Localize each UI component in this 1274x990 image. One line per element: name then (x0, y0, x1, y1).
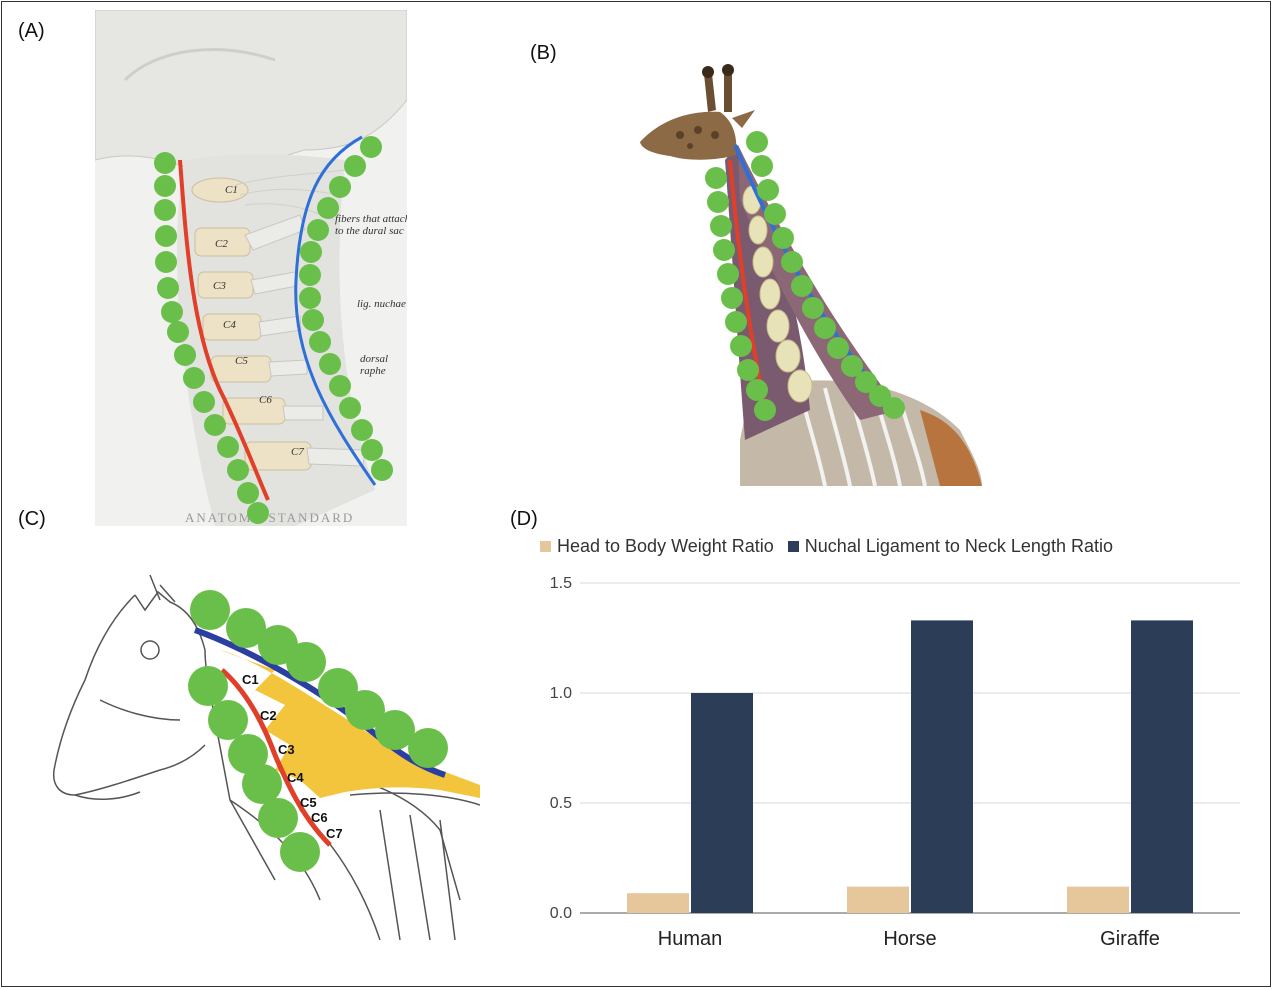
chart-legend: Head to Body Weight Ratio Nuchal Ligamen… (540, 536, 1127, 557)
panel-d-label: (D) (510, 508, 538, 531)
horse-vertebra-c1: C1 (242, 672, 259, 687)
horse-vertebra-c6: C6 (311, 810, 328, 825)
legend-swatch-nuchal (788, 541, 799, 552)
horse-vertebra-c4: C4 (287, 770, 304, 785)
category-label: Human (658, 928, 722, 950)
panel-b-illustration (620, 50, 1040, 490)
category-label: Horse (883, 928, 936, 950)
panel-c-label: (C) (18, 508, 46, 531)
y-tick-label: 1.5 (550, 575, 572, 592)
legend-label-nuchal: Nuchal Ligament to Neck Length Ratio (805, 536, 1113, 557)
bar-human-series-1 (691, 693, 753, 913)
legend-item-head-body: Head to Body Weight Ratio (540, 536, 774, 557)
bar-giraffe-series-1 (1131, 620, 1193, 913)
horse-vertebra-c3: C3 (278, 742, 295, 757)
bar-horse-series-1 (911, 620, 973, 913)
horse-vertebra-c2: C2 (260, 708, 277, 723)
horse-vertebra-c5: C5 (300, 795, 317, 810)
legend-swatch-head-body (540, 541, 551, 552)
category-label: Giraffe (1100, 928, 1160, 950)
panel-c-illustration (0, 540, 480, 940)
bar-giraffe-series-0 (1067, 887, 1129, 913)
legend-label-head-body: Head to Body Weight Ratio (557, 536, 774, 557)
legend-item-nuchal: Nuchal Ligament to Neck Length Ratio (788, 536, 1113, 557)
panel-a-green-circles (154, 136, 393, 524)
y-tick-label: 0.0 (550, 905, 572, 922)
panel-b-label: (B) (530, 42, 557, 65)
y-tick-label: 1.0 (550, 685, 572, 702)
y-tick-label: 0.5 (550, 795, 572, 812)
bar-horse-series-0 (847, 887, 909, 913)
panel-a-overlay (0, 0, 420, 530)
bar-human-series-0 (627, 893, 689, 913)
bar-chart: 0.0 0.5 1.0 1.5Human Horse Giraffe (520, 560, 1260, 960)
horse-vertebra-c7: C7 (326, 826, 343, 841)
